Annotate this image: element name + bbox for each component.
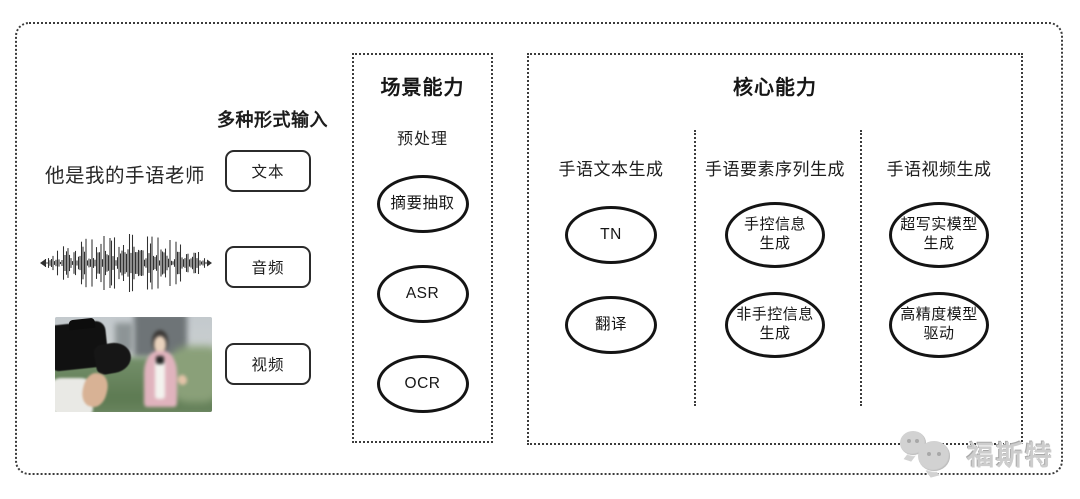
core-column-video-generation: 手语视频生成 超写实模型 生成 高精度模型 驱动 [857,55,1021,443]
thumb-reporter-head [153,336,167,353]
node-translation: 翻译 [565,296,657,354]
thumb-microphone [155,355,164,365]
core-column-header: 手语文本生成 [558,160,664,179]
core-columns: 手语文本生成 TN 翻译 手语要素序列生成 手控信息 生成 非手控信息 生成 手… [529,55,1021,443]
sample-sentence-text: 他是我的手语老师 [45,165,206,187]
audio-waveform-icon [40,234,212,292]
scene-capability-panel: 场景能力 预处理 摘要抽取 ASR OCR [352,53,493,443]
input-box-audio: 音频 [225,246,311,288]
scene-panel-title: 场景能力 [380,77,465,99]
core-panel-title: 核心能力 [733,77,817,99]
input-box-text-label: 文本 [251,164,285,181]
thumb-reporter [138,330,191,412]
core-column-header: 手语要素序列生成 [705,160,845,179]
node-asr: ASR [376,265,469,323]
node-tn: TN [565,206,657,264]
node-manual-feature-generation: 手控信息 生成 [725,202,825,268]
preprocess-label: 预处理 [396,131,448,148]
thumb-reporter-shirt [154,359,166,399]
core-column-text-generation: 手语文本生成 TN 翻译 [529,55,693,443]
watermark-text: 福斯特 [967,440,1054,471]
diagram-outer-border [15,22,1063,475]
core-capability-panel: 核心能力 手语文本生成 TN 翻译 手语要素序列生成 手控信息 生成 非手控信息… [527,53,1023,445]
input-box-video: 视频 [225,343,311,385]
core-column-divider-2 [860,130,862,406]
input-box-audio-label: 音频 [251,260,285,277]
input-box-video-label: 视频 [251,357,285,374]
core-column-divider-1 [694,130,696,406]
node-summary-extraction: 摘要抽取 [376,175,469,233]
core-column-element-sequence-generation: 手语要素序列生成 手控信息 生成 非手控信息 生成 [693,55,857,443]
node-ocr: OCR [376,355,469,413]
watermark: 福斯特 [898,429,1054,478]
video-thumbnail [55,317,212,412]
node-non-manual-feature-generation: 非手控信息 生成 [725,292,825,358]
input-section-label: 多种形式输入 [217,110,328,130]
core-column-header: 手语视频生成 [886,160,992,179]
node-hyperrealistic-model-generation: 超写实模型 生成 [889,202,989,268]
thumb-reporter-hand [176,373,188,387]
input-box-text: 文本 [225,150,311,192]
chat-bubbles-icon [898,429,962,478]
node-high-precision-model-driving: 高精度模型 驱动 [889,292,989,358]
